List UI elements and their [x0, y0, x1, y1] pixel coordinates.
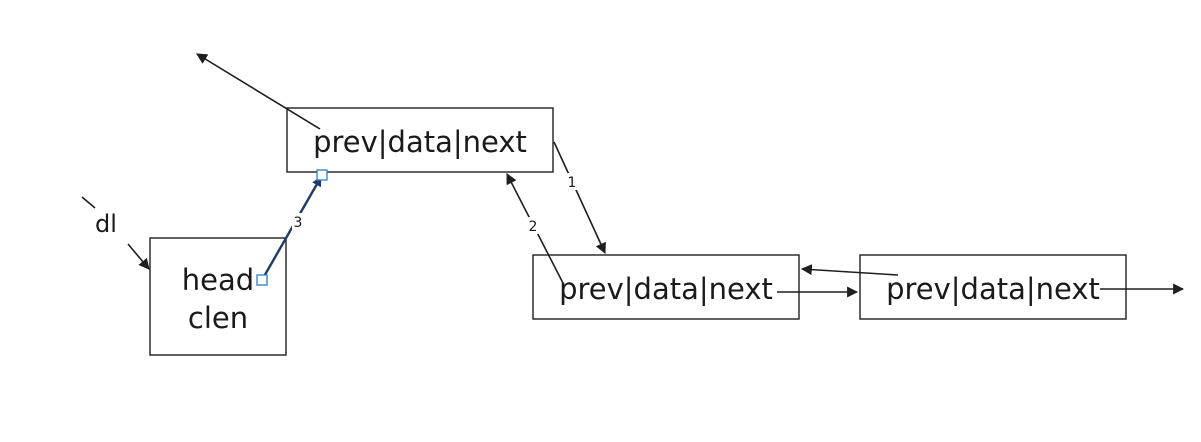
step1-label: 1	[568, 175, 577, 191]
head-struct[interactable]: head clen	[149, 237, 287, 356]
connector-start-handle[interactable]	[256, 274, 268, 286]
new-node[interactable]: prev|data|next	[286, 107, 554, 173]
right-prev-arrow[interactable]	[800, 264, 899, 276]
step3-head-arrow[interactable]	[260, 176, 323, 281]
step1-next-arrow[interactable]	[553, 141, 606, 254]
dl-pointer-tail	[81, 196, 96, 209]
connector-end-handle[interactable]	[316, 169, 328, 181]
new-node-box[interactable]	[286, 107, 554, 173]
head-struct-line2: clen	[188, 301, 248, 335]
dl-pointer-arrow[interactable]	[127, 243, 150, 270]
step2-label: 2	[529, 219, 538, 235]
new-node-label: prev|data|next	[313, 125, 527, 159]
right-node[interactable]: prev|data|next	[859, 254, 1127, 320]
middle-node-box[interactable]	[532, 254, 800, 320]
head-struct-box[interactable]	[149, 237, 287, 356]
middle-node[interactable]: prev|data|next	[532, 254, 800, 320]
new-node-prev-arrow[interactable]	[196, 53, 321, 130]
right-node-box[interactable]	[859, 254, 1127, 320]
head-struct-line1: head	[182, 263, 254, 297]
right-node-label: prev|data|next	[886, 272, 1100, 306]
middle-node-label: prev|data|next	[559, 272, 773, 306]
step3-label: 3	[294, 215, 303, 231]
dl-pointer-label: dl	[95, 210, 117, 238]
